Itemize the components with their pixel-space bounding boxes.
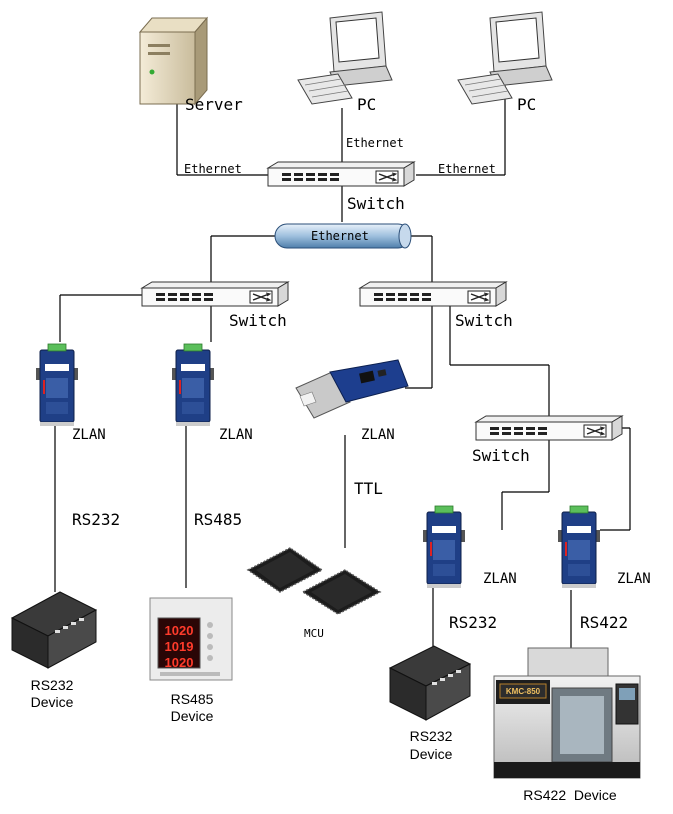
zlan-1-label: ZLAN	[72, 427, 106, 443]
rs232-right-device-label-1: RS232	[410, 728, 453, 744]
ethernet-bus-label: Ethernet	[311, 229, 369, 243]
switch-top-label: Switch	[347, 194, 405, 213]
meter-reading-1: 1020	[165, 623, 194, 638]
rs422-cnc-machine-icon	[493, 647, 641, 779]
pc-right-icon	[457, 11, 553, 105]
rs232-plc-right-icon	[388, 645, 472, 721]
meter-reading-2: 1019	[165, 639, 194, 654]
zlan-ttl-module-icon	[295, 359, 409, 419]
rs232-plc-left-icon	[10, 591, 98, 669]
cnc-badge-label: KMC-850	[506, 687, 541, 696]
switch-left-label: Switch	[229, 311, 287, 330]
server-icon	[138, 16, 209, 106]
ethernet-top-right-label: Ethernet	[438, 162, 496, 176]
zlan-4-label: ZLAN	[483, 571, 517, 587]
zlan-5-label: ZLAN	[617, 571, 651, 587]
pc-left-icon	[297, 11, 393, 105]
rs422-link-label: RS422	[580, 613, 628, 632]
switch-lower-label: Switch	[472, 446, 530, 465]
rs232-left-link-label: RS232	[72, 510, 120, 529]
switch-left-icon	[141, 281, 289, 307]
zlan-2-label: ZLAN	[219, 427, 253, 443]
pc-right-label: PC	[517, 95, 536, 114]
server-label: Server	[185, 95, 243, 114]
ethernet-top-left-label: Ethernet	[184, 162, 242, 176]
ttl-link-label: TTL	[354, 479, 383, 498]
switch-top-icon	[267, 161, 415, 187]
rs485-device-label-1: RS485	[171, 691, 214, 707]
rs232-right-link-label: RS232	[449, 613, 497, 632]
pc-left-label: PC	[357, 95, 376, 114]
rs485-link-label: RS485	[194, 510, 242, 529]
switch-right-label: Switch	[455, 311, 513, 330]
rs485-device-label-2: Device	[171, 708, 214, 724]
switch-right-icon	[359, 281, 507, 307]
rs232-right-device-label-2: Device	[410, 746, 453, 762]
zlan-device-5-icon	[557, 505, 601, 589]
zlan-device-1-icon	[35, 343, 79, 427]
rs232-left-device-label-2: Device	[31, 694, 74, 710]
mcu-label: MCU	[304, 627, 324, 640]
switch-lower-icon	[475, 415, 623, 441]
rs422-device-label: RS422 Device	[523, 787, 617, 803]
zlan-3-label: ZLAN	[361, 427, 395, 443]
ethernet-top-center-label: Ethernet	[346, 136, 404, 150]
zlan-device-2-icon	[171, 343, 215, 427]
zlan-device-4-icon	[422, 505, 466, 589]
rs232-left-device-label-1: RS232	[31, 677, 74, 693]
mcu-chips-icon	[246, 547, 382, 615]
meter-reading-3: 1020	[165, 655, 194, 670]
ethernet-bus-icon	[274, 223, 412, 249]
rs485-meter-icon	[149, 597, 233, 681]
